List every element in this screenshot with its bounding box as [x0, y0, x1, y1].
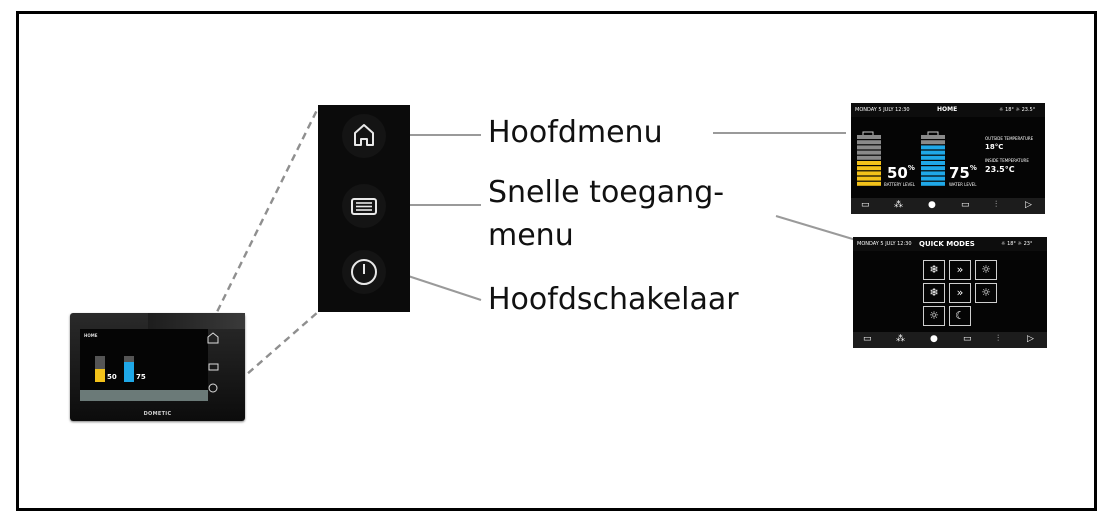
level-segment	[921, 176, 945, 181]
mode-day[interactable]: ☼	[923, 306, 945, 326]
nav-thermometer-icon[interactable]: ⫶	[995, 200, 998, 210]
nav-gas-icon[interactable]: ●	[928, 200, 936, 210]
level-segment	[921, 166, 945, 171]
device-buttons	[207, 332, 219, 393]
quick-status-bar	[853, 237, 1047, 251]
nav-next-icon[interactable]: ▷	[1025, 200, 1032, 210]
quick-access-button[interactable]	[342, 184, 386, 228]
quick-nav-bar: ▭ ⁂ ● ▭ ⫶ ▷	[853, 332, 1047, 348]
level-segment	[921, 145, 945, 150]
device-glare	[148, 313, 245, 329]
battery-label: BATTERY LEVEL	[884, 182, 915, 187]
quick-modes-screen: MONDAY 5 JULY 12:30 QUICK MODES ☼ 18° ☼ …	[853, 237, 1047, 348]
callout-main-menu: Hoofdmenu	[488, 115, 663, 150]
device-home-icon	[207, 332, 219, 344]
power-icon	[351, 259, 377, 285]
home-status-bar	[851, 103, 1045, 117]
level-segment	[921, 181, 945, 186]
main-switch-button[interactable]	[342, 250, 386, 294]
nav-climate-icon[interactable]: ⁂	[896, 334, 905, 344]
level-segment	[857, 181, 881, 186]
control-panel-device: HOME 50 75 DOMETIC	[70, 313, 245, 421]
zoom-dashed-line-top	[210, 107, 320, 323]
mode-fan-2[interactable]: »	[949, 283, 971, 303]
quick-datetime: MONDAY 5 JULY 12:30	[857, 241, 912, 247]
inside-temp-label: INSIDE TEMPERATURE	[985, 158, 1029, 163]
quick-title: QUICK MODES	[919, 240, 975, 248]
mode-cool-1[interactable]: ❄	[923, 260, 945, 280]
nav-battery-icon[interactable]: ▭	[863, 334, 872, 344]
device-menu-icon	[208, 363, 219, 371]
water-label: WATER LEVEL	[949, 182, 977, 187]
level-segment	[857, 135, 881, 139]
callout-quick-access-line1: Snelle toegang-	[488, 175, 725, 210]
battery-bar-stack	[857, 135, 881, 186]
device-water-fill	[124, 362, 134, 382]
level-segment	[921, 155, 945, 160]
mode-cool-2[interactable]: ❄	[923, 283, 945, 303]
leader-quick-screen	[775, 215, 857, 241]
home-status-right: ☼ 18° ☼ 23.5°	[999, 107, 1036, 113]
level-segment	[857, 161, 881, 165]
battery-value: 50%	[887, 164, 915, 182]
device-screen-graphics	[80, 356, 208, 401]
level-segment	[921, 161, 945, 165]
water-bar-stack	[921, 135, 945, 186]
inside-temp-value: 23.5°C	[985, 165, 1015, 174]
home-nav-bar: ▭ ⁂ ● ▭ ⫶ ▷	[851, 198, 1045, 214]
nav-gas-icon[interactable]: ●	[930, 334, 938, 344]
level-segment	[857, 176, 881, 181]
device-screen: HOME 50 75	[80, 329, 208, 401]
level-segment	[921, 150, 945, 155]
nav-thermometer-icon[interactable]: ⫶	[997, 334, 1000, 344]
home-icon	[354, 124, 374, 146]
mode-light-1[interactable]: ☼	[975, 260, 997, 280]
callout-quick-access-line2: menu	[488, 218, 574, 253]
mode-fan-1[interactable]: »	[949, 260, 971, 280]
device-brand-logo: DOMETIC	[143, 411, 172, 417]
level-segment	[921, 135, 945, 139]
nav-climate-icon[interactable]: ⁂	[894, 200, 903, 210]
nav-battery-icon[interactable]: ▭	[861, 200, 870, 210]
button-panel-closeup	[318, 105, 410, 312]
callout-main-switch: Hoofdschakelaar	[488, 282, 739, 317]
level-segment	[857, 150, 881, 155]
mode-night[interactable]: ☾	[949, 306, 971, 326]
device-battery-value: 50	[107, 373, 117, 381]
level-segment	[921, 140, 945, 145]
nav-power-icon[interactable]: ▭	[961, 200, 970, 210]
home-level-bars	[857, 131, 945, 186]
home-datetime: MONDAY 5 JULY 12:30	[855, 107, 910, 113]
level-segment	[857, 166, 881, 171]
outside-temp-label: OUTSIDE TEMPERATURE	[985, 136, 1034, 141]
quick-status-right: ☼ 18° ☼ 23°	[1001, 241, 1033, 247]
home-screen: MONDAY 5 JULY 12:30 HOME ☼ 18° ☼ 23.5° 5…	[851, 103, 1045, 214]
home-title: HOME	[937, 106, 958, 113]
level-segment	[857, 155, 881, 160]
device-water-value: 75	[136, 373, 146, 381]
device-power-icon	[208, 383, 218, 393]
device-screen-title: HOME	[84, 333, 98, 338]
zoom-dashed-line-bottom	[229, 311, 319, 390]
nav-power-icon[interactable]: ▭	[963, 334, 972, 344]
level-segment	[857, 140, 881, 145]
menu-list-icon	[351, 198, 377, 215]
nav-next-icon[interactable]: ▷	[1027, 334, 1034, 344]
mode-light-2[interactable]: ☼	[975, 283, 997, 303]
device-battery-fill	[95, 369, 105, 382]
home-button[interactable]	[342, 114, 386, 158]
level-segment	[857, 171, 881, 176]
level-segment	[857, 145, 881, 150]
level-segment	[921, 171, 945, 176]
water-value: 75%	[949, 164, 977, 182]
outside-temp-value: 18°C	[985, 143, 1004, 151]
